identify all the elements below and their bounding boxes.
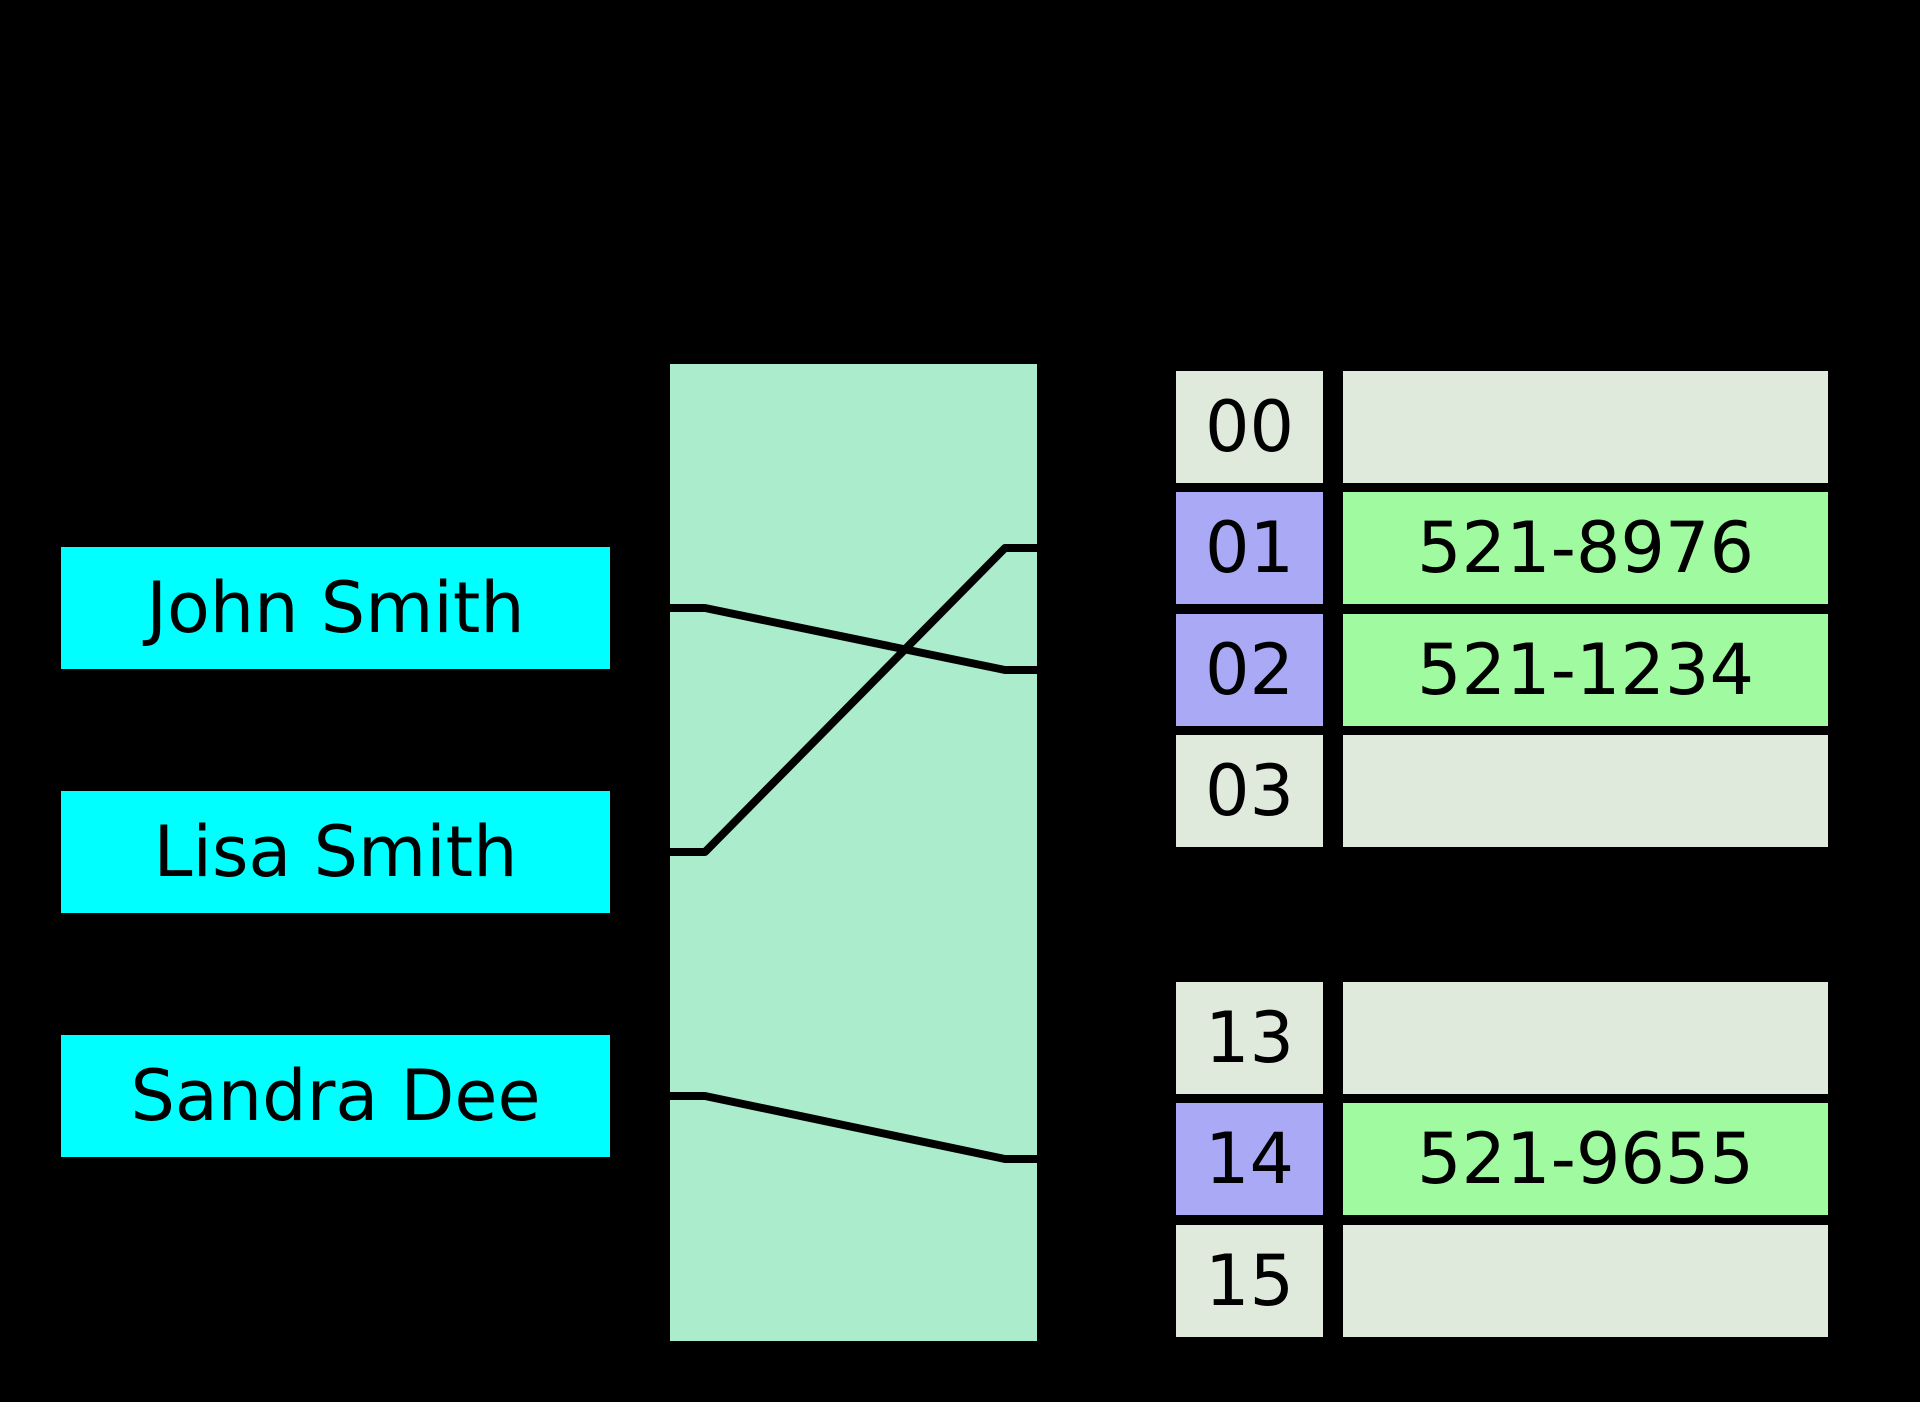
bucket-index-14: 14 [1176, 1103, 1323, 1215]
bucket-index-00: 00 [1176, 371, 1323, 483]
bucket-value-label: 521-1234 [1416, 629, 1754, 711]
bucket-value-15 [1343, 1225, 1828, 1337]
bucket-index-label: 03 [1204, 750, 1295, 832]
key-box-lisa-smith: Lisa Smith [61, 791, 610, 913]
key-label: Lisa Smith [153, 811, 518, 893]
bucket-value-14: 521-9655 [1343, 1103, 1828, 1215]
key-label: John Smith [146, 567, 525, 649]
bucket-index-15: 15 [1176, 1225, 1323, 1337]
bucket-value-03 [1343, 735, 1828, 847]
bucket-index-label: 02 [1204, 629, 1295, 711]
bucket-value-13 [1343, 982, 1828, 1094]
key-box-john-smith: John Smith [61, 547, 610, 669]
key-box-sandra-dee: Sandra Dee [61, 1035, 610, 1157]
bucket-index-label: 01 [1204, 507, 1295, 589]
bucket-value-02: 521-1234 [1343, 614, 1828, 726]
bucket-value-label: 521-9655 [1416, 1118, 1754, 1200]
mapping-line-lisa-smith-to-01 [610, 544, 1176, 856]
bucket-index-13: 13 [1176, 982, 1323, 1094]
mapping-line-sandra-dee-to-14 [610, 1092, 1176, 1163]
bucket-value-00 [1343, 371, 1828, 483]
bucket-index-label: 13 [1204, 997, 1295, 1079]
bucket-value-01: 521-8976 [1343, 492, 1828, 604]
bucket-index-01: 01 [1176, 492, 1323, 604]
bucket-index-label: 00 [1204, 386, 1295, 468]
hash-function-box [670, 364, 1037, 1341]
bucket-value-label: 521-8976 [1416, 507, 1754, 589]
bucket-index-label: 15 [1204, 1240, 1295, 1322]
key-label: Sandra Dee [130, 1055, 541, 1137]
mapping-line-john-smith-to-02 [610, 604, 1176, 674]
bucket-index-03: 03 [1176, 735, 1323, 847]
bucket-index-02: 02 [1176, 614, 1323, 726]
bucket-index-label: 14 [1204, 1118, 1295, 1200]
